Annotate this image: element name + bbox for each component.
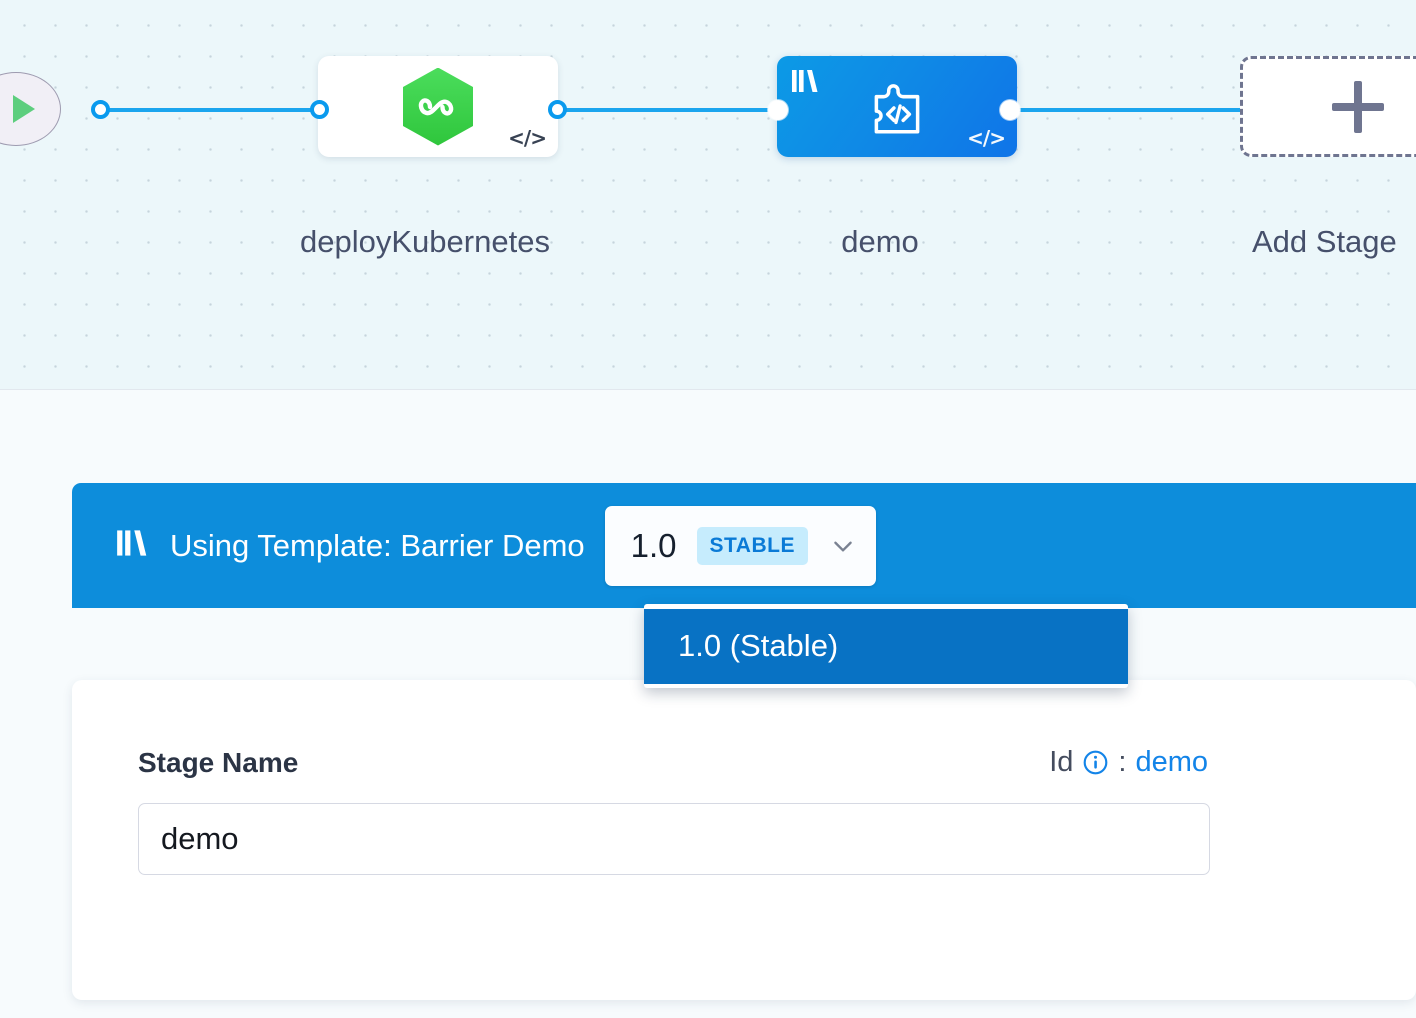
template-version-value: 1.0: [630, 526, 677, 564]
demo-output-port[interactable]: [1000, 100, 1020, 120]
demo-input-port[interactable]: [768, 100, 788, 120]
stage-name-input[interactable]: [138, 803, 1210, 875]
add-stage-label: Add Stage: [1252, 224, 1397, 259]
stage-node-deploykubernetes[interactable]: </>: [318, 56, 558, 157]
stage-name-label: Stage Name: [138, 746, 299, 778]
play-icon: [13, 95, 35, 123]
stage-label-demo: demo: [841, 224, 919, 259]
stage-node-demo[interactable]: </>: [777, 56, 1017, 157]
stage-config-panel: Using Template: Barrier Demo 1.0 STABLE …: [0, 391, 1416, 1018]
wire-demo-to-add: [1008, 108, 1250, 112]
version-option-1-0-stable[interactable]: 1.0 (Stable): [644, 609, 1128, 684]
harness-hexagon-infinity-icon: [403, 67, 473, 146]
id-separator: :: [1118, 746, 1127, 778]
start-node-output-port[interactable]: [91, 100, 110, 119]
plus-icon: [1332, 80, 1384, 133]
pipeline-start-node[interactable]: [0, 72, 61, 146]
code-icon: </>: [508, 126, 547, 150]
template-version-dropdown-menu[interactable]: 1.0 (Stable): [644, 604, 1128, 688]
stage-overview-card: Stage Name Id : demo: [72, 680, 1416, 1000]
template-version-selector[interactable]: 1.0 STABLE: [604, 505, 876, 586]
stage-label-deploykubernetes: deployKubernetes: [300, 224, 550, 259]
deploykubernetes-output-port[interactable]: [548, 100, 567, 119]
info-circle-icon[interactable]: [1082, 749, 1109, 776]
deploykubernetes-input-port[interactable]: [310, 100, 329, 119]
template-banner-text: Using Template: Barrier Demo: [170, 527, 585, 563]
library-template-icon: [791, 68, 819, 99]
code-icon: </>: [967, 126, 1006, 150]
chevron-down-icon: [834, 541, 852, 552]
stage-name-field-header: Stage Name Id : demo: [138, 746, 1208, 779]
wire-start-to-deploy: [100, 108, 328, 112]
template-banner: Using Template: Barrier Demo 1.0 STABLE: [72, 483, 1416, 608]
pipeline-canvas[interactable]: </> </> deployKubernetes demo Add Stage: [0, 0, 1416, 390]
wire-deploy-to-demo: [548, 108, 788, 112]
puzzle-code-icon: [874, 83, 920, 134]
id-label: Id: [1049, 746, 1074, 778]
add-stage-node[interactable]: [1240, 56, 1416, 157]
stable-badge: STABLE: [696, 526, 808, 565]
stage-id-row: Id : demo: [1049, 746, 1208, 779]
stage-id-value: demo: [1135, 746, 1208, 778]
library-template-icon: [116, 528, 148, 563]
